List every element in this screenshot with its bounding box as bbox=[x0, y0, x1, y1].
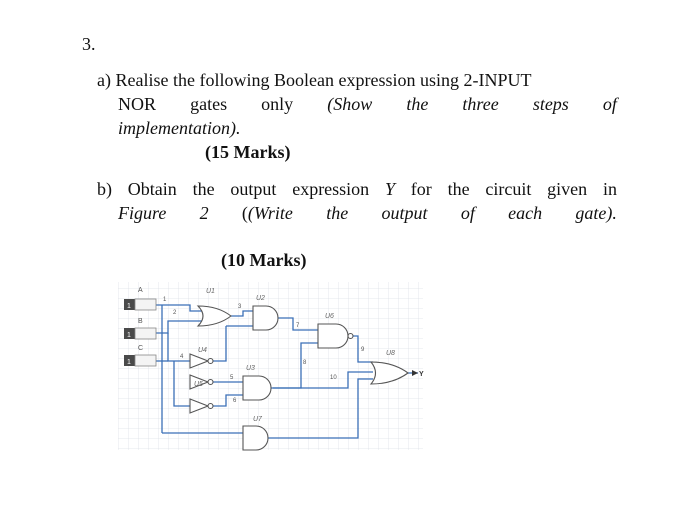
svg-text:U7: U7 bbox=[253, 416, 263, 423]
svg-text:U1: U1 bbox=[206, 288, 215, 295]
word: expression bbox=[338, 70, 416, 90]
svg-text:U8: U8 bbox=[386, 350, 395, 357]
word: of bbox=[460, 203, 475, 223]
wires bbox=[156, 304, 418, 439]
word: given bbox=[547, 179, 588, 199]
part-a-line-2: NOR gates only (Show the three steps of bbox=[97, 92, 617, 116]
word: steps bbox=[532, 94, 569, 114]
svg-text:B: B bbox=[138, 318, 143, 325]
svg-text:1: 1 bbox=[127, 303, 131, 310]
word: Y bbox=[384, 179, 395, 199]
word: the bbox=[406, 94, 429, 114]
logic-circuit-figure: A 1 B 1 C 1 U1 U2 U4 U5 U3 bbox=[118, 282, 424, 451]
output-y: Y bbox=[412, 370, 424, 378]
svg-text:2: 2 bbox=[173, 310, 177, 316]
word: expression bbox=[292, 179, 370, 199]
svg-text:1: 1 bbox=[163, 297, 167, 303]
word: of bbox=[602, 94, 617, 114]
svg-text:7: 7 bbox=[296, 323, 300, 329]
svg-text:3: 3 bbox=[238, 304, 242, 310]
svg-text:6: 6 bbox=[233, 398, 237, 404]
word: the bbox=[172, 70, 195, 90]
gate-u4-not: U4 bbox=[189, 347, 214, 369]
word: Figure bbox=[118, 203, 167, 223]
part-b-line-1: b) Obtain the output expression Y for th… bbox=[97, 177, 617, 201]
svg-text:10: 10 bbox=[330, 375, 337, 381]
word: the bbox=[447, 179, 470, 199]
svg-text:U6: U6 bbox=[325, 313, 334, 320]
word: a) bbox=[97, 70, 111, 90]
part-b-line-2: Figure 2 ((Write the output of each gate… bbox=[97, 201, 617, 225]
svg-text:1: 1 bbox=[127, 359, 131, 366]
gate-u2-and: U2 bbox=[252, 295, 279, 331]
svg-text:U4: U4 bbox=[198, 347, 207, 354]
word: 2 bbox=[199, 203, 209, 223]
word: following bbox=[199, 70, 270, 90]
part-a-marks: (15 Marks) bbox=[205, 142, 291, 162]
part-b-marks: (10 Marks) bbox=[221, 250, 307, 270]
word: the bbox=[192, 179, 215, 199]
gate-u7-and: U7 bbox=[242, 416, 269, 451]
svg-text:U5: U5 bbox=[194, 381, 203, 388]
word: output bbox=[230, 179, 277, 199]
word: (Show bbox=[327, 94, 373, 114]
svg-text:8: 8 bbox=[303, 360, 307, 366]
input-a: A 1 bbox=[124, 287, 157, 311]
word: for bbox=[410, 179, 432, 199]
word: Realise bbox=[115, 70, 169, 90]
word: each bbox=[508, 203, 543, 223]
word: only bbox=[261, 94, 294, 114]
svg-text:U3: U3 bbox=[246, 365, 255, 372]
svg-text:A: A bbox=[138, 287, 143, 294]
part-a-line-1: a) Realise the following Boolean express… bbox=[97, 68, 617, 92]
svg-text:U2: U2 bbox=[256, 295, 265, 302]
node-labels: 1 2 3 4 5 6 7 8 9 10 bbox=[163, 297, 365, 404]
svg-text:C: C bbox=[138, 345, 143, 352]
word: Boolean bbox=[273, 70, 334, 90]
word: ((Write bbox=[241, 203, 293, 223]
word: NOR bbox=[118, 94, 157, 114]
svg-text:4: 4 bbox=[180, 354, 184, 360]
word: output bbox=[381, 203, 428, 223]
gate-u3-and: U3 bbox=[242, 365, 272, 401]
gate-u5-not: U5 bbox=[189, 374, 214, 390]
part-a-line-3: implementation). bbox=[97, 116, 617, 140]
word: three bbox=[462, 94, 499, 114]
gate-u8-or: U8 bbox=[369, 350, 409, 385]
svg-text:1: 1 bbox=[127, 332, 131, 339]
question-number: 3. bbox=[82, 34, 96, 54]
input-b: B 1 bbox=[124, 318, 157, 340]
gate-u1-or: U1 bbox=[196, 288, 232, 327]
word: b) bbox=[97, 179, 112, 199]
part-a-text: a) Realise the following Boolean express… bbox=[97, 68, 617, 140]
word: using bbox=[419, 70, 459, 90]
svg-text:5: 5 bbox=[230, 375, 234, 381]
input-c: C 1 bbox=[124, 345, 157, 367]
word: gate). bbox=[575, 203, 617, 223]
word: 2-INPUT bbox=[463, 70, 532, 90]
part-b-text: b) Obtain the output expression Y for th… bbox=[97, 177, 617, 225]
svg-text:9: 9 bbox=[361, 347, 365, 353]
word: gates bbox=[190, 94, 228, 114]
svg-text:Y: Y bbox=[419, 371, 424, 378]
gate-u6-and: U6 bbox=[317, 313, 354, 349]
word: implementation). bbox=[118, 118, 241, 138]
word: Obtain bbox=[127, 179, 177, 199]
word: in bbox=[602, 179, 617, 199]
word: circuit bbox=[485, 179, 532, 199]
word: the bbox=[326, 203, 349, 223]
gate-u9-not bbox=[189, 398, 214, 414]
